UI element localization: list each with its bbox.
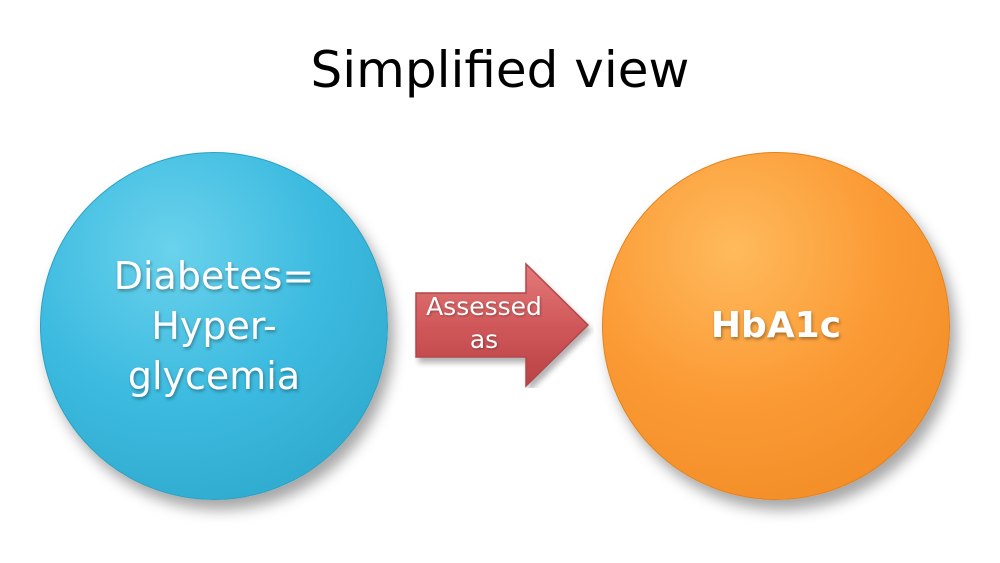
diabetes-circle: Diabetes= Hyper- glycemia bbox=[40, 152, 388, 500]
slide-title: Simplified view bbox=[310, 41, 690, 99]
hba1c-circle: HbA1c bbox=[602, 152, 950, 500]
right-arrow-icon bbox=[415, 262, 590, 388]
arrow-label: Assessed as bbox=[426, 292, 542, 354]
diabetes-circle-label: Diabetes= Hyper- glycemia bbox=[113, 254, 315, 398]
hba1c-circle-label: HbA1c bbox=[710, 305, 842, 346]
arrow-shape bbox=[415, 262, 590, 388]
